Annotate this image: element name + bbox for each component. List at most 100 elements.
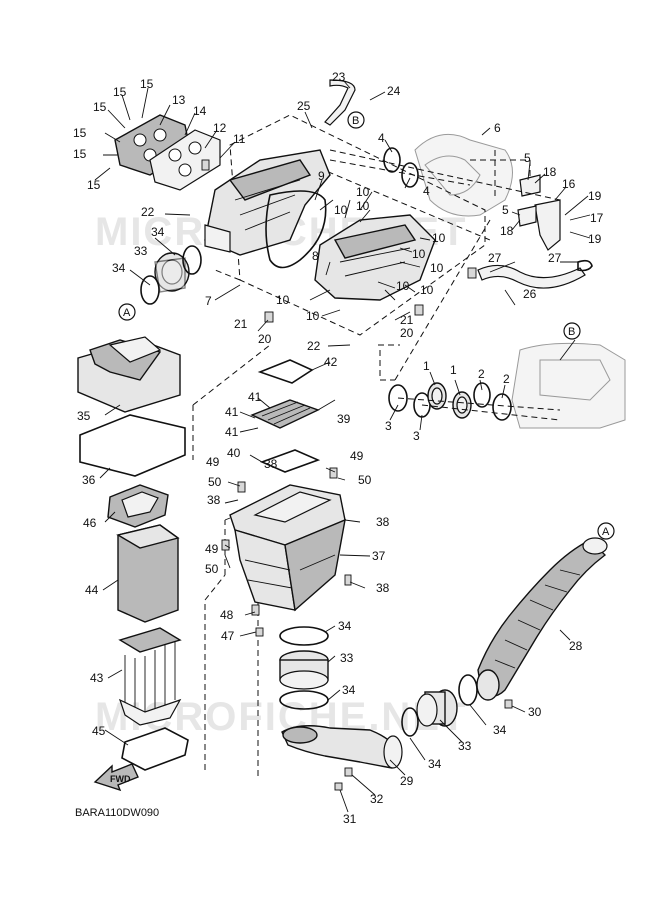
fwd-label: FWD xyxy=(110,774,131,784)
callout-10: 10 xyxy=(276,293,290,307)
callout-10: 10 xyxy=(334,203,348,217)
svg-text:A: A xyxy=(123,307,131,319)
assembly-outline-lines xyxy=(214,159,491,381)
reference-marker-a-right: A xyxy=(597,522,615,540)
callout-49: 49 xyxy=(206,455,220,469)
reference-marker-b-right: B xyxy=(563,322,581,340)
filter-cage-43 xyxy=(118,627,182,726)
callout-27: 27 xyxy=(548,251,562,265)
callout-18: 18 xyxy=(500,224,514,238)
callout-22: 22 xyxy=(307,339,321,353)
callout-49: 49 xyxy=(350,449,364,463)
callout-33: 33 xyxy=(458,739,472,753)
callout-38: 38 xyxy=(207,493,221,507)
clamp-34-mid-a xyxy=(279,626,329,646)
callout-7: 7 xyxy=(205,294,212,308)
seal-rings-right xyxy=(388,382,561,421)
hose-26 xyxy=(477,264,586,289)
intake-joint-33-mid xyxy=(279,650,329,690)
diagram-code: BARA110DW090 xyxy=(75,807,159,819)
gasket-14 xyxy=(149,129,221,191)
bracket-assembly-16 xyxy=(517,174,561,251)
callout-24: 24 xyxy=(387,84,401,98)
callout-50: 50 xyxy=(358,473,372,487)
callout-31: 31 xyxy=(343,812,357,826)
callout-13: 13 xyxy=(172,93,186,107)
clamp-34-upper-b xyxy=(140,275,160,305)
dash-to-ring-b xyxy=(378,219,491,381)
filter-foam-46 xyxy=(107,484,169,528)
callout-10: 10 xyxy=(396,279,410,293)
seal-rings-upper xyxy=(383,147,419,188)
callout-15: 15 xyxy=(113,85,127,99)
callout-15: 15 xyxy=(140,77,154,91)
filter-element-44 xyxy=(116,524,180,623)
callout-8: 8 xyxy=(312,249,319,263)
callout-4: 4 xyxy=(423,184,430,198)
svg-text:A: A xyxy=(602,526,610,538)
callout-34: 34 xyxy=(151,225,165,239)
reference-marker-b-upper: B xyxy=(347,111,365,129)
callout-22: 22 xyxy=(141,205,155,219)
engine-silhouette-lower xyxy=(511,342,626,429)
airbox-lower-housing xyxy=(314,214,436,301)
gasket-36 xyxy=(79,414,186,477)
callout-5: 5 xyxy=(502,203,509,217)
callout-labels: 1 1 2 2 3 3 4 4 5 5 6 7 8 9 10 10 10 10 … xyxy=(73,70,604,826)
callout-43: 43 xyxy=(90,671,104,685)
callout-42: 42 xyxy=(324,355,338,369)
callout-12: 12 xyxy=(213,121,227,135)
callout-26: 26 xyxy=(523,287,537,301)
callout-41: 41 xyxy=(248,390,262,404)
callout-16: 16 xyxy=(562,177,576,191)
callout-48: 48 xyxy=(220,608,234,622)
callout-50: 50 xyxy=(208,475,222,489)
gasket-45 xyxy=(121,727,189,771)
clamp-34-right-a xyxy=(401,707,419,737)
callout-33: 33 xyxy=(134,244,148,258)
callout-18: 18 xyxy=(543,165,557,179)
gasket-38 xyxy=(259,449,321,473)
callout-25: 25 xyxy=(297,99,311,113)
clamp-27-left xyxy=(467,267,477,279)
callout-17: 17 xyxy=(590,211,604,225)
callout-35: 35 xyxy=(77,409,91,423)
callout-11: 11 xyxy=(233,132,246,146)
clamp-27-right xyxy=(577,259,593,272)
callout-19: 19 xyxy=(588,189,602,203)
gasket-42 xyxy=(257,359,314,384)
clamp-34-right-b xyxy=(458,674,478,706)
fwd-arrow: FWD xyxy=(93,763,139,792)
callout-29: 29 xyxy=(400,774,414,788)
callout-4: 4 xyxy=(378,131,385,145)
callout-20: 20 xyxy=(258,332,272,346)
hose-23 xyxy=(324,79,356,126)
callout-37: 37 xyxy=(372,549,386,563)
callout-15: 15 xyxy=(73,147,87,161)
screen-39 xyxy=(250,399,320,429)
callout-5: 5 xyxy=(524,151,531,165)
callout-38: 38 xyxy=(376,515,390,529)
callout-1: 1 xyxy=(450,363,457,377)
callout-34: 34 xyxy=(493,723,507,737)
callout-23: 23 xyxy=(332,70,346,84)
callout-6: 6 xyxy=(494,121,501,135)
callout-44: 44 xyxy=(85,583,99,597)
callout-50: 50 xyxy=(205,562,219,576)
callout-39: 39 xyxy=(337,412,351,426)
callout-21: 21 xyxy=(400,313,414,327)
callout-46: 46 xyxy=(83,516,97,530)
leader-lines xyxy=(94,79,591,813)
callout-10: 10 xyxy=(430,261,444,275)
reference-marker-a-left: A xyxy=(118,303,136,321)
gasket-9 xyxy=(265,190,327,269)
callout-14: 14 xyxy=(193,104,207,118)
callout-19: 19 xyxy=(588,232,602,246)
svg-text:B: B xyxy=(568,326,575,338)
callout-47: 47 xyxy=(221,629,235,643)
filter-cover-35 xyxy=(77,336,181,413)
clamp-34-upper-a xyxy=(182,245,202,275)
callout-49: 49 xyxy=(205,542,219,556)
callout-38: 38 xyxy=(376,581,390,595)
